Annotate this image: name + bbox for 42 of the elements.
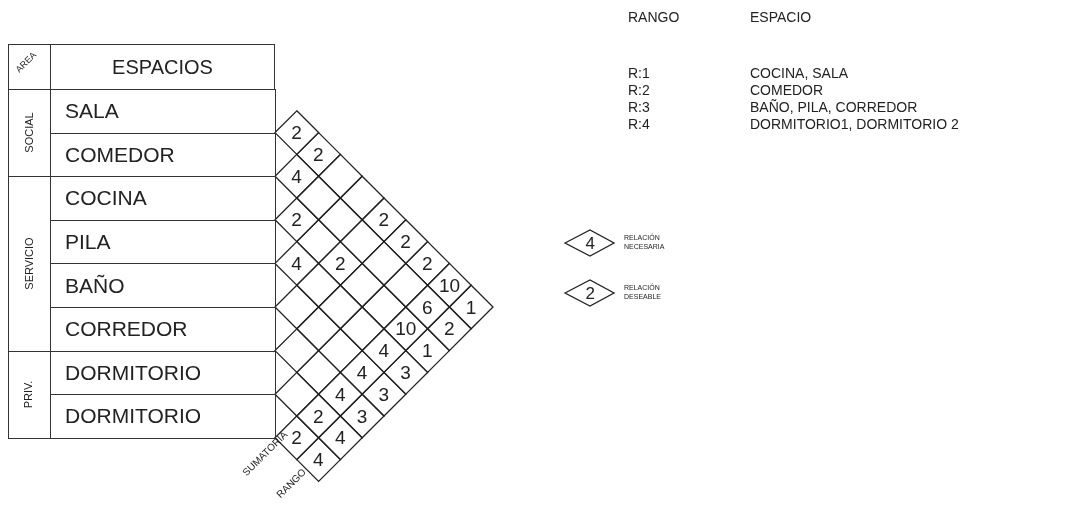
relation-value: 2 — [378, 210, 390, 230]
sum-value: 10 — [438, 275, 461, 295]
relation-value: 2 — [400, 232, 411, 252]
rank-value: 3 — [378, 384, 390, 404]
table-text: BAÑO, PILA, CORREDOR — [750, 100, 918, 114]
sum-value: 4 — [356, 362, 368, 382]
column-header: ESPACIOS — [50, 44, 275, 90]
table-text: COMEDOR — [750, 83, 824, 97]
rank-value: 1 — [465, 297, 477, 317]
table-text: R:4 — [628, 117, 650, 131]
rank-value: 3 — [400, 362, 411, 382]
rank-value: 3 — [356, 406, 368, 426]
sum-value: 2 — [291, 428, 302, 448]
table-text: COCINA, SALA — [750, 66, 849, 80]
relation-value: 4 — [291, 166, 302, 186]
relation-value: 2 — [291, 123, 302, 143]
relation-value: 4 — [291, 253, 302, 273]
area-label: SERVICIO — [23, 237, 35, 290]
sum-value: 10 — [395, 319, 417, 339]
table-text: R:1 — [628, 66, 650, 80]
legend-value: 4 — [585, 234, 595, 252]
rank-value: 4 — [334, 428, 346, 448]
relation-value: 2 — [334, 253, 346, 273]
legend-value: 2 — [585, 284, 595, 302]
sum-value: 4 — [378, 341, 390, 361]
sum-value: 4 — [334, 384, 346, 404]
column-header: ESPACIO — [750, 10, 812, 24]
sum-value: 2 — [313, 406, 324, 426]
rank-value: 1 — [422, 341, 433, 361]
table-text: DORMITORIO1, DORMITORIO 2 — [750, 117, 959, 131]
relation-value: 2 — [422, 253, 433, 273]
sum-value: 6 — [422, 297, 433, 317]
table-text: R:2 — [628, 83, 650, 97]
rank-value: 4 — [313, 450, 324, 470]
area-label: SOCIAL — [23, 112, 35, 153]
relation-value: 2 — [313, 144, 324, 164]
space-name: DORMITORIO — [50, 394, 276, 439]
rank-value: 2 — [443, 319, 455, 339]
relation-value: 2 — [291, 210, 302, 230]
table-text: R:3 — [628, 100, 650, 114]
column-header: RANGO — [628, 10, 680, 24]
area-label: PRIV. — [23, 380, 35, 409]
